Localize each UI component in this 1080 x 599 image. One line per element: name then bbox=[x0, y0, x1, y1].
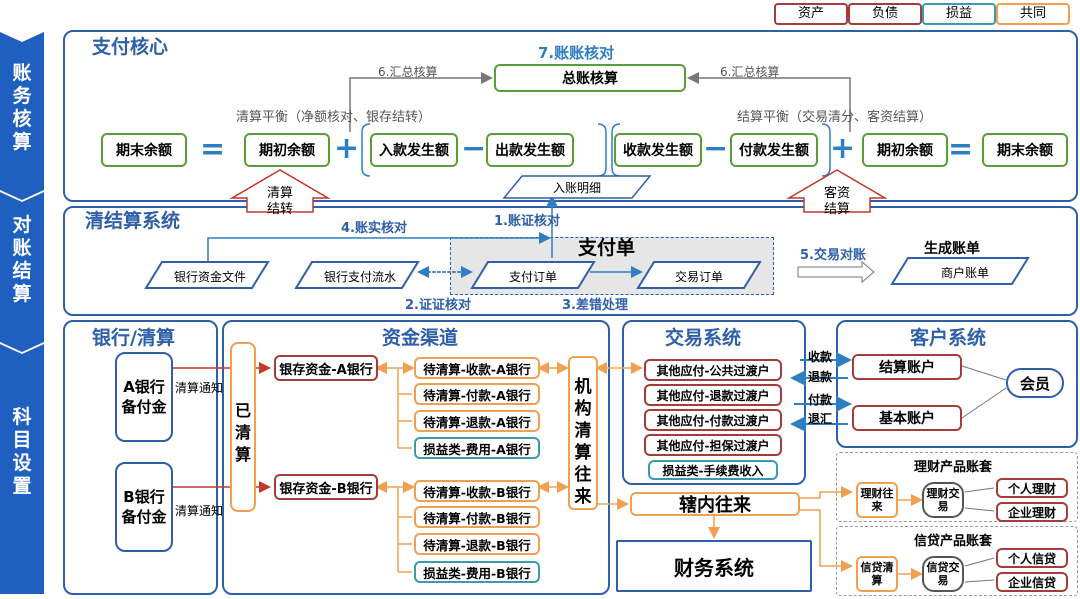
pending-refund-a: 待清算-退款-A银行 bbox=[414, 410, 540, 432]
check-1-label: 1.账证核对 bbox=[494, 214, 560, 229]
wealth-ledger-panel bbox=[836, 452, 1078, 522]
bank-fund-file: 银行资金文件 bbox=[173, 270, 246, 284]
clearing-notice-a: 清算通知 bbox=[175, 381, 224, 395]
entry-detail-label: 入账明细 bbox=[552, 181, 601, 195]
credit-trade: 信贷交易 bbox=[922, 556, 964, 592]
bank-payment-flow: 银行支付流水 bbox=[323, 270, 396, 284]
pending-receipt-a: 待清算-收款-A银行 bbox=[414, 357, 540, 379]
minus-op-1: − bbox=[461, 131, 487, 166]
check-5-label: 5.交易对账 bbox=[800, 248, 866, 263]
ledger-verify-label: 7.账账核对 bbox=[538, 44, 615, 62]
check-3-label: 3.差错处理 bbox=[562, 298, 628, 313]
outflow-box: 出款发生额 bbox=[486, 133, 574, 167]
member-node: 会员 bbox=[1006, 368, 1064, 398]
pnl-fee-a: 损益类-费用-A银行 bbox=[414, 437, 540, 459]
merchant-bill: 商户账单 bbox=[940, 266, 989, 280]
ending-balance-right: 期末余额 bbox=[982, 133, 1068, 167]
settlement-balance-label: 结算平衡（交易清分、客资结算） bbox=[737, 110, 933, 125]
personal-credit: 个人信贷 bbox=[996, 548, 1068, 568]
cleared-box: 已清算 bbox=[230, 342, 256, 512]
inflow-box: 入款发生额 bbox=[370, 133, 458, 167]
payment-box: 付款发生额 bbox=[730, 133, 818, 167]
equals-op-right: = bbox=[948, 132, 974, 167]
org-clearing-label: 机构清算往来 bbox=[574, 377, 592, 507]
flow-receipt: 收款 bbox=[808, 350, 833, 364]
basic-account: 基本账户 bbox=[852, 405, 962, 431]
legend-asset: 资产 bbox=[774, 3, 848, 25]
payment-core-panel bbox=[63, 30, 1078, 202]
pending-receipt-b: 待清算-收款-B银行 bbox=[414, 480, 540, 502]
summary-right-label: 6.汇总核算 bbox=[720, 65, 780, 79]
minus-op-2: − bbox=[703, 131, 729, 166]
wealth-transfer: 理财往来 bbox=[856, 482, 898, 518]
wealth-ledger-title: 理财产品账套 bbox=[914, 460, 993, 475]
opening-balance-right: 期初余额 bbox=[862, 133, 948, 167]
payable-public: 其他应付-公共过渡户 bbox=[644, 359, 782, 381]
clearing-transfer-label: 清算结转 bbox=[266, 186, 293, 217]
sidebar-subjects: 科目设置 bbox=[12, 406, 32, 497]
legend-liability: 负债 bbox=[848, 3, 922, 25]
pending-payment-a: 待清算-付款-A银行 bbox=[414, 383, 540, 405]
pnl-fee-b: 损益类-费用-B银行 bbox=[414, 561, 540, 583]
credit-ledger-title: 信贷产品账套 bbox=[914, 534, 993, 549]
equals-op-left: = bbox=[200, 132, 226, 167]
payable-guarantee: 其他应付-担保过渡户 bbox=[644, 434, 782, 456]
bank-a-reserve: A银行备付金 bbox=[115, 352, 173, 442]
inner-transfer-box: 辖内往来 bbox=[630, 492, 800, 516]
personal-wealth: 个人理财 bbox=[996, 478, 1068, 498]
pending-payment-b: 待清算-付款-B银行 bbox=[414, 506, 540, 528]
flow-return: 退汇 bbox=[808, 412, 833, 426]
wealth-trade: 理财交易 bbox=[922, 482, 964, 518]
summary-left-label: 6.汇总核算 bbox=[378, 65, 438, 79]
flow-refund: 退款 bbox=[808, 370, 833, 384]
legend-pnl: 损益 bbox=[922, 3, 996, 25]
pnl-fee-income: 损益类-手续费收入 bbox=[648, 460, 778, 480]
payable-payment: 其他应付-付款过渡户 bbox=[644, 409, 782, 431]
sidebar-accounting: 账务核算 bbox=[12, 62, 32, 153]
generate-bill-label: 生成账单 bbox=[924, 241, 980, 257]
client-settle-label: 客资结算 bbox=[823, 186, 850, 217]
payment-core-title: 支付核心 bbox=[92, 36, 169, 58]
cleared-label: 已清算 bbox=[234, 401, 251, 464]
corporate-wealth: 企业理财 bbox=[996, 502, 1068, 522]
finance-system-box: 财务系统 bbox=[616, 540, 812, 592]
check-2-label: 2.证证核对 bbox=[405, 298, 471, 313]
trade-system-title: 交易系统 bbox=[665, 327, 742, 349]
clearing-system-title: 清结算系统 bbox=[85, 210, 181, 232]
pending-refund-b: 待清算-退款-B银行 bbox=[414, 533, 540, 555]
trade-order: 交易订单 bbox=[674, 270, 723, 284]
check-4-label: 4.账实核对 bbox=[341, 221, 407, 236]
legend-common: 共同 bbox=[996, 3, 1070, 25]
corporate-credit: 企业信贷 bbox=[996, 572, 1068, 592]
bank-b-reserve: B银行备付金 bbox=[115, 462, 173, 552]
clearing-notice-b: 清算通知 bbox=[175, 504, 224, 518]
general-ledger-box: 总账核算 bbox=[494, 64, 686, 92]
settlement-account: 结算账户 bbox=[852, 354, 962, 380]
fund-channel-title: 资金渠道 bbox=[382, 327, 459, 349]
org-clearing-box: 机构清算往来 bbox=[568, 356, 598, 510]
plus-op-right: + bbox=[830, 131, 856, 166]
credit-ledger-panel bbox=[836, 526, 1078, 596]
flow-payment: 付款 bbox=[808, 393, 833, 407]
payable-refund: 其他应付-退款过渡户 bbox=[644, 384, 782, 406]
bank-clearing-title: 银行/清算 bbox=[92, 327, 175, 349]
opening-balance-left: 期初余额 bbox=[244, 133, 330, 167]
customer-system-title: 客户系统 bbox=[910, 327, 987, 349]
receipt-box: 收款发生额 bbox=[614, 133, 702, 167]
credit-clearing: 信贷清算 bbox=[856, 556, 898, 592]
ending-balance-left: 期末余额 bbox=[101, 133, 187, 167]
plus-op-left: + bbox=[334, 131, 360, 166]
sidebar-chevrons bbox=[0, 32, 44, 594]
clearing-balance-label: 清算平衡（净额核对、银存结转） bbox=[236, 110, 432, 125]
bank-deposit-a: 银存资金-A银行 bbox=[274, 355, 378, 381]
sidebar-reconcile: 对账结算 bbox=[12, 214, 32, 305]
bank-deposit-b: 银存资金-B银行 bbox=[274, 474, 378, 500]
pay-single-label: 支付单 bbox=[578, 237, 636, 259]
payment-order: 支付订单 bbox=[508, 270, 557, 284]
